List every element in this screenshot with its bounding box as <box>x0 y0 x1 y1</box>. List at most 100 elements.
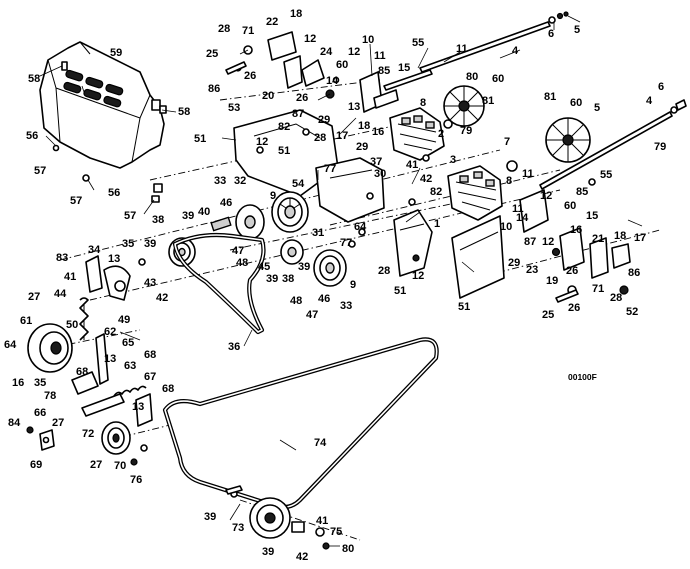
long-belt <box>162 337 439 510</box>
callout: 33 <box>340 300 352 312</box>
angled-mount <box>393 209 433 277</box>
callout: 10 <box>500 221 512 233</box>
callout: 61 <box>20 315 32 327</box>
callout: 79 <box>460 125 472 137</box>
callout: 16 <box>12 377 24 389</box>
callout: 82 <box>278 121 290 133</box>
callout: 51 <box>458 301 470 313</box>
callout: 52 <box>626 306 638 318</box>
callout: 34 <box>88 244 101 256</box>
callout: 46 <box>220 197 232 209</box>
callout: 44 <box>54 288 67 300</box>
callout: 2 <box>438 128 444 140</box>
callout: 42 <box>420 173 432 185</box>
callout: 56 <box>26 130 38 142</box>
callout: 81 <box>544 91 556 103</box>
callout: 15 <box>398 62 410 74</box>
callout: 59 <box>110 47 122 59</box>
callout: 68 <box>162 383 174 395</box>
callout: 41 <box>64 271 76 283</box>
callout: 65 <box>122 337 134 349</box>
callout: 87 <box>292 108 304 120</box>
leader-lines <box>39 15 643 547</box>
callout: 18 <box>614 230 626 242</box>
pulley-left-38 <box>168 237 196 267</box>
callout: 11 <box>522 168 534 180</box>
callout: 73 <box>232 522 244 534</box>
callout: 35 <box>34 377 46 389</box>
callout: 68 <box>76 366 88 378</box>
callout: 11 <box>456 43 468 55</box>
callout: 46 <box>318 293 330 305</box>
callout: 14 <box>326 75 339 87</box>
callout: 39 <box>298 261 310 273</box>
upper-bracket-assembly <box>225 31 340 99</box>
control-rod-upper <box>419 11 569 73</box>
callout: 53 <box>228 102 240 114</box>
right-impeller <box>545 117 591 163</box>
callout: 67 <box>144 371 156 383</box>
callout: 47 <box>306 309 318 321</box>
callout: 15 <box>586 210 598 222</box>
callout: 57 <box>70 195 82 207</box>
callout: 28 <box>314 132 326 144</box>
callout: 17 <box>336 130 348 142</box>
right-bracket-cluster <box>519 189 631 303</box>
housing-plate <box>233 109 339 197</box>
callout: 51 <box>394 285 406 297</box>
callout: 39 <box>144 238 156 250</box>
pulley-upper-32 <box>235 204 265 240</box>
callout: 28 <box>610 292 622 304</box>
callout: 51 <box>278 145 290 157</box>
right-gearbox <box>447 165 503 221</box>
callout: 64 <box>354 221 367 233</box>
callout-labels: 5 6 4 11 55 10 12 11 85 15 60 14 13 18 2… <box>4 8 666 563</box>
callout: 51 <box>194 133 206 145</box>
right-bushing <box>506 160 518 172</box>
callout: 54 <box>292 178 305 190</box>
callout: 39 <box>262 546 274 558</box>
callout: 47 <box>232 245 244 257</box>
callout: 33 <box>214 175 226 187</box>
callout: 29 <box>356 141 368 153</box>
callout: 6 <box>548 28 554 40</box>
callout: 7 <box>504 136 510 148</box>
callout: 9 <box>270 190 276 202</box>
callout: 66 <box>34 407 46 419</box>
callout: 10 <box>362 34 374 46</box>
callout: 24 <box>320 46 333 58</box>
callout: 27 <box>52 417 64 429</box>
callout: 39 <box>182 210 194 222</box>
callout: 38 <box>152 214 164 226</box>
rear-support-plate <box>315 157 385 223</box>
callout: 60 <box>492 73 504 85</box>
callout: 79 <box>654 141 666 153</box>
callout: 25 <box>206 48 218 60</box>
callout: 71 <box>242 25 254 37</box>
callout: 77 <box>340 237 352 249</box>
callout: 58 <box>178 106 190 118</box>
callout: 30 <box>374 168 386 180</box>
callout: 12 <box>304 33 316 45</box>
callout: 36 <box>228 341 240 353</box>
callout: 72 <box>82 428 94 440</box>
left-impeller <box>443 85 485 127</box>
callout: 55 <box>600 169 612 181</box>
callout: 18 <box>290 8 302 20</box>
callout: 81 <box>482 95 494 107</box>
callout: 8 <box>420 97 426 109</box>
callout: 20 <box>262 90 274 102</box>
callout: 80 <box>466 71 478 83</box>
callout: 38 <box>282 273 294 285</box>
callout: 31 <box>312 227 324 239</box>
callout: 29 <box>318 114 330 126</box>
callout: 28 <box>218 23 230 35</box>
pulley-upper-9 <box>271 191 309 233</box>
callout: 26 <box>566 265 578 277</box>
idler-arm-assembly <box>79 255 146 385</box>
callout: 32 <box>234 175 246 187</box>
callout: 35 <box>122 238 134 250</box>
callout: 60 <box>570 97 582 109</box>
short-belt <box>172 232 266 335</box>
left-bushing <box>443 119 453 129</box>
